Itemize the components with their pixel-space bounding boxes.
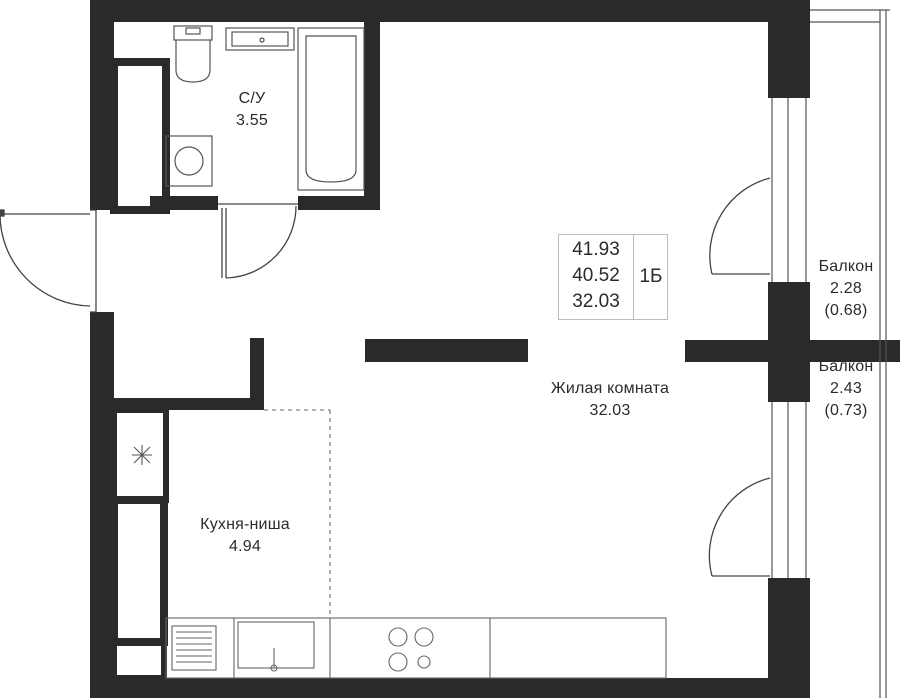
walls — [90, 0, 900, 698]
kitchen-label: Кухня-ниша 4.94 — [180, 514, 310, 558]
wall-right-bottom — [768, 578, 810, 698]
balcony-top-area: 2.28 — [830, 280, 862, 297]
living-room-name: Жилая комната — [550, 380, 670, 397]
kitchen-column — [111, 407, 169, 503]
total-area: 41.93 — [572, 239, 620, 260]
bathroom-label: С/У 3.55 — [210, 88, 294, 132]
bath-sink-icon — [225, 27, 295, 51]
balcony-divider-wall — [685, 340, 900, 362]
wall-living-partition — [365, 339, 528, 362]
balcony-top-name: Балкон — [818, 258, 874, 275]
shaft-bottom — [111, 639, 167, 681]
kitchen-area: 4.94 — [229, 538, 261, 555]
ventilation-icon — [132, 445, 152, 465]
shaft-upper — [110, 58, 170, 214]
balcony-doors — [708, 177, 771, 577]
wall-bath-bottom-right — [298, 196, 380, 210]
bathroom-fixtures — [165, 25, 365, 191]
area-no-balcony: 40.52 — [572, 265, 620, 286]
windows-right — [771, 98, 807, 578]
balcony-top-reduced: (0.68) — [824, 302, 868, 319]
balcony-top-label: Балкон 2.28 (0.68) — [806, 256, 886, 322]
bathtub-icon — [297, 27, 365, 191]
wall-top — [90, 0, 810, 22]
balcony-bottom-area: 2.43 — [830, 380, 862, 397]
living-area: 32.03 — [572, 291, 620, 312]
living-room-area: 32.03 — [589, 402, 631, 419]
bathroom-name: С/У — [238, 90, 266, 107]
area-box-separator — [633, 235, 634, 319]
area-values: 41.93 40.52 32.03 — [559, 237, 633, 315]
wall-right-mid1 — [768, 282, 810, 340]
balcony-bottom-label: Балкон 2.43 (0.73) — [806, 356, 886, 422]
wall-bottom — [90, 678, 810, 698]
stove-icon — [388, 627, 434, 672]
wall-kitchen-vertical — [250, 338, 264, 410]
washing-machine-icon — [165, 135, 213, 187]
balcony-bottom-name: Балкон — [818, 358, 874, 375]
radiator-icon — [171, 625, 217, 671]
balcony-outline — [810, 9, 890, 698]
toilet-tank-icon — [173, 25, 213, 41]
bathroom-area: 3.55 — [236, 112, 268, 129]
entrance-door — [0, 209, 97, 313]
area-summary-box: 41.93 40.52 32.03 1Б — [558, 234, 668, 320]
kitchen-sink-icon — [237, 621, 315, 672]
kitchen-fixtures — [132, 409, 667, 679]
wall-bath-right — [364, 18, 380, 208]
apartment-type: 1Б — [639, 266, 663, 287]
wall-right-top — [768, 0, 810, 98]
balcony-bottom-reduced: (0.73) — [824, 402, 868, 419]
shaft-lower — [110, 496, 168, 646]
toilet-bowl-icon — [175, 40, 211, 83]
living-room-label: Жилая комната 32.03 — [520, 378, 700, 422]
kitchen-name: Кухня-ниша — [200, 516, 290, 533]
wall-right-mid2 — [768, 358, 810, 402]
bathroom-door — [218, 203, 298, 279]
